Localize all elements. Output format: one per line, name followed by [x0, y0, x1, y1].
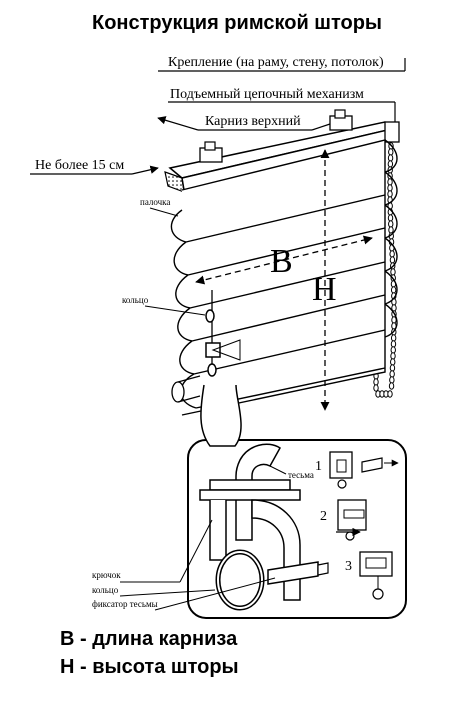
step-1: 1	[315, 451, 399, 489]
tape-strip	[235, 443, 281, 541]
tape-label: тесьма	[288, 470, 314, 480]
mount-label: Крепление (на раму, стену, потолок)	[168, 55, 384, 70]
chain-mechanism	[384, 121, 400, 143]
ring-detail-label: кольцо	[92, 585, 119, 595]
detail-callouts: крючок кольцо фиксатор тесьмы	[92, 519, 276, 611]
chain-link	[390, 346, 396, 354]
chain-link	[387, 190, 393, 198]
tape-lock	[267, 561, 319, 585]
chain-link	[389, 370, 395, 378]
chain-link	[390, 340, 397, 348]
chain-link	[388, 220, 394, 228]
step-3-number: 3	[345, 559, 352, 574]
chain-link	[389, 250, 395, 258]
mechanism-label: Подъемный цепочный механизм	[170, 87, 364, 102]
chain-link	[391, 316, 397, 324]
detail-inset: тесьма 1 2 3	[187, 384, 407, 619]
max15-label: Не более 15 см	[35, 158, 124, 173]
chain-link	[390, 358, 396, 366]
chain-link	[389, 256, 396, 264]
chain-link	[387, 214, 394, 222]
chain-link	[390, 268, 396, 276]
mount-callout: Крепление (на раму, стену, потолок)	[158, 55, 406, 72]
hook-label: крючок	[92, 570, 121, 580]
chain-link	[390, 286, 397, 294]
tape-lock-label: фиксатор тесьмы	[92, 599, 158, 609]
legend-width: B - длина карниза	[60, 628, 238, 650]
ring-label: кольцо	[122, 295, 149, 305]
cornice-label: Карниз верхний	[205, 114, 301, 129]
chain-link	[389, 376, 395, 384]
width-dimension: B	[195, 235, 373, 285]
mechanism-callout: Подъемный цепочный механизм	[168, 87, 396, 122]
height-letter: H	[312, 271, 337, 308]
chain-link	[388, 226, 394, 234]
cord-ring	[205, 309, 215, 323]
chain-link	[390, 334, 397, 342]
height-dimension: H	[312, 149, 337, 411]
cornice-rail	[164, 109, 400, 206]
cornice-callout: Карниз верхний	[157, 114, 331, 131]
chain-link	[388, 382, 395, 390]
chain-link	[373, 378, 379, 386]
step-2-number: 2	[320, 509, 327, 524]
chain-link	[389, 364, 396, 372]
width-letter: B	[270, 243, 293, 280]
chain-link	[373, 384, 379, 392]
legend-height: H - высота шторы	[60, 656, 239, 678]
page-title: Конструкция римской шторы	[91, 12, 383, 34]
lift-cord	[205, 290, 241, 377]
chain-link	[387, 154, 394, 162]
chain-link	[387, 184, 393, 192]
step-2: 2	[320, 499, 367, 541]
chain-link	[390, 352, 396, 360]
cord-ring	[207, 363, 217, 377]
step-1-number: 1	[315, 459, 322, 474]
chain-link	[388, 148, 394, 156]
max15-callout: Не более 15 см	[30, 158, 159, 175]
stick-label: палочка	[140, 197, 170, 207]
chain-link	[387, 160, 394, 168]
step-3: 3	[345, 551, 393, 600]
chain-link	[387, 178, 393, 186]
chain-link	[387, 390, 393, 398]
